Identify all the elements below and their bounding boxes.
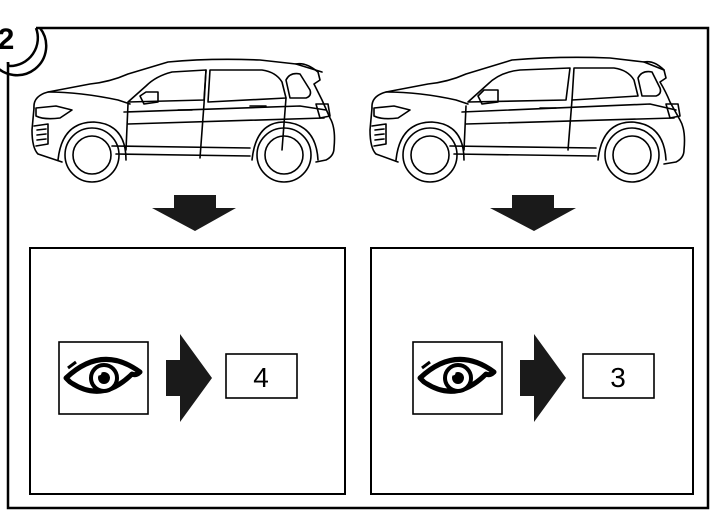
result-box <box>582 353 655 399</box>
step-badge: 2 <box>0 23 48 77</box>
result-value: 3 <box>610 362 626 393</box>
right-arrow-icon <box>520 334 566 422</box>
panel-five-door: 4 <box>29 247 346 495</box>
result-box <box>225 353 298 399</box>
eye-icon <box>58 341 149 415</box>
right-arrow-icon <box>166 334 212 422</box>
down-arrow-icon-left <box>152 195 236 231</box>
diagram-frame <box>6 26 710 510</box>
down-arrow-icon-right <box>490 195 576 231</box>
result-value: 4 <box>253 362 269 393</box>
eye-icon <box>412 341 503 415</box>
step-number: 2 <box>0 23 14 56</box>
five-door-suv-icon <box>31 58 336 183</box>
panel-three-door: 3 <box>370 247 694 495</box>
three-door-suv-icon <box>369 56 686 183</box>
